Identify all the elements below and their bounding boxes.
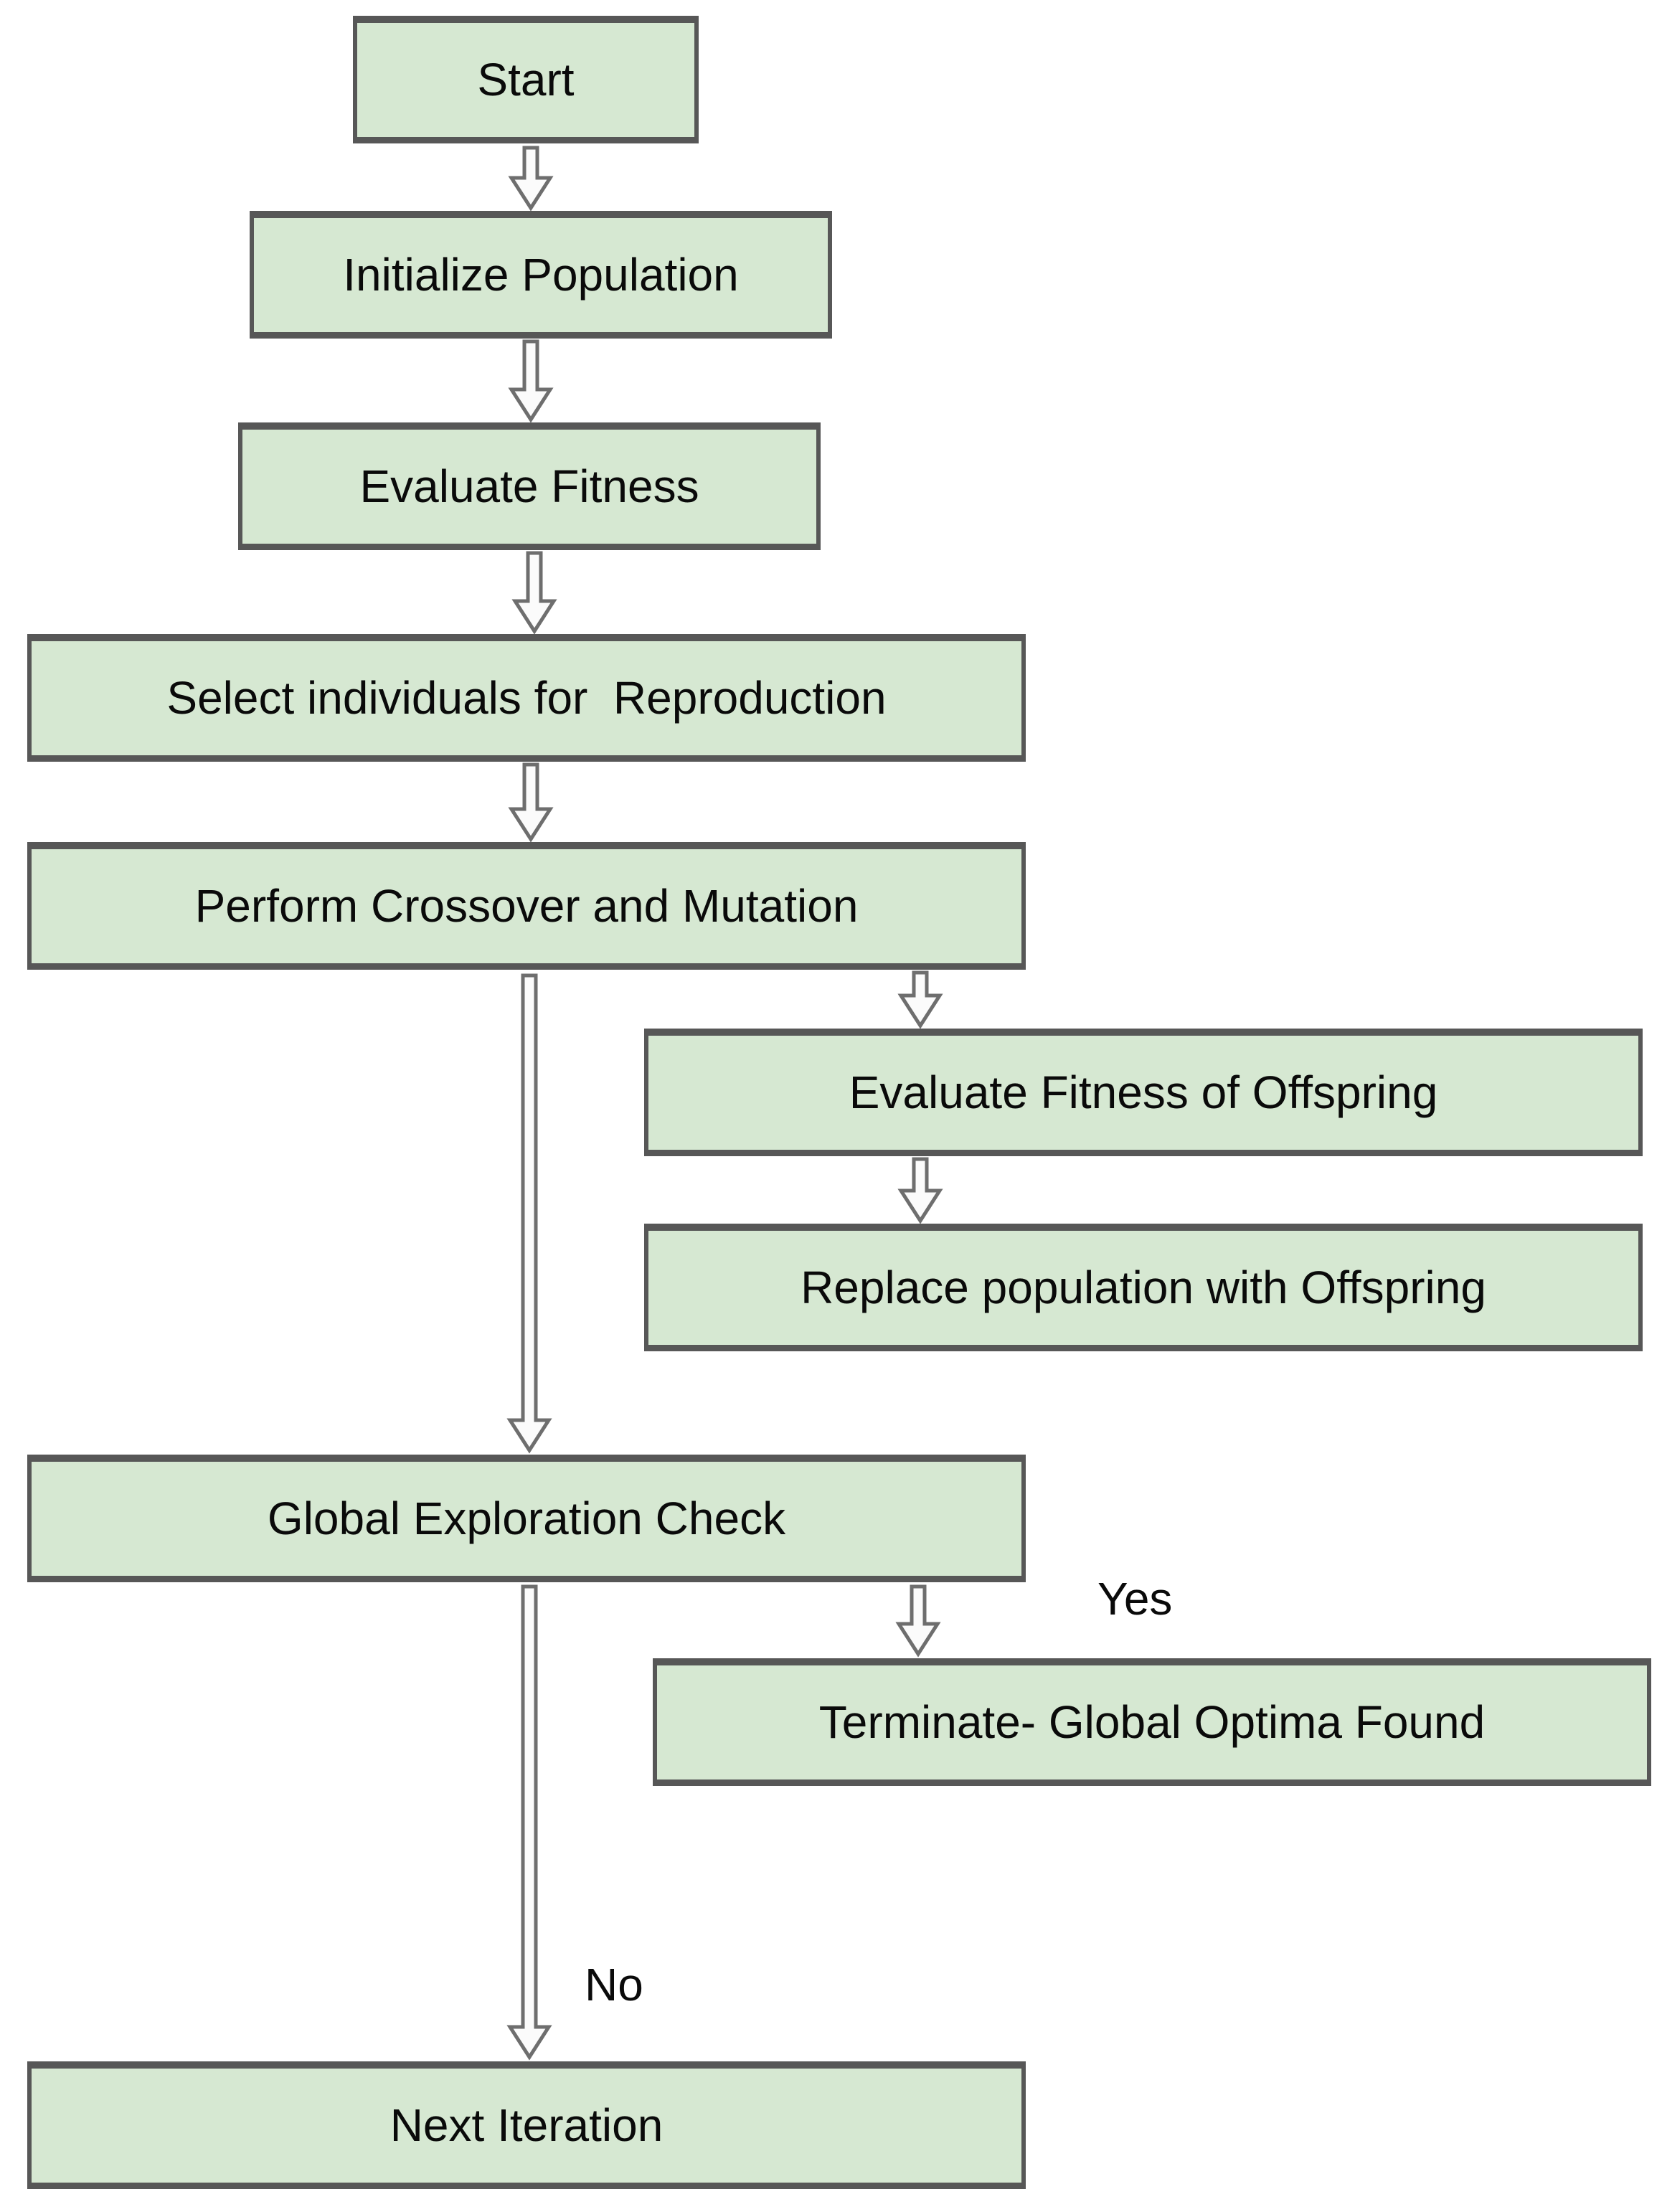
arrow-select-to-perform (508, 762, 554, 843)
node-select-individuals: Select individuals for Reproduction (27, 634, 1026, 762)
node-evaluate-offspring-label: Evaluate Fitness of Offspring (849, 1066, 1438, 1118)
node-replace-population-label: Replace population with Offspring (801, 1261, 1486, 1313)
edge-label-no: No (585, 1959, 643, 2010)
node-initialize-population-label: Initialize Population (343, 248, 739, 301)
arrow-evaluate-to-select (511, 551, 557, 635)
arrow-perform-to-global-check (506, 973, 552, 1454)
arrow-initialize-to-evaluate (508, 339, 554, 423)
node-evaluate-offspring: Evaluate Fitness of Offspring (644, 1029, 1643, 1156)
node-next-iteration: Next Iteration (27, 2061, 1026, 2189)
node-perform-crossover: Perform Crossover and Mutation (27, 842, 1026, 970)
node-select-individuals-label: Select individuals for Reproduction (166, 671, 887, 724)
arrow-evaluate-offspring-to-replace (897, 1157, 943, 1224)
node-global-exploration-check-label: Global Exploration Check (267, 1492, 786, 1544)
node-global-exploration-check: Global Exploration Check (27, 1455, 1026, 1582)
arrow-perform-to-evaluate-offspring (897, 970, 943, 1029)
arrow-global-check-to-terminate (895, 1584, 941, 1658)
node-next-iteration-label: Next Iteration (389, 2099, 664, 2151)
node-evaluate-fitness: Evaluate Fitness (238, 422, 821, 550)
node-initialize-population: Initialize Population (250, 211, 832, 339)
node-perform-crossover-label: Perform Crossover and Mutation (194, 879, 859, 932)
arrow-start-to-initialize (508, 146, 554, 212)
edge-label-yes: Yes (1097, 1573, 1173, 1625)
node-replace-population: Replace population with Offspring (644, 1224, 1643, 1351)
node-evaluate-fitness-label: Evaluate Fitness (359, 460, 699, 512)
node-start: Start (353, 16, 699, 143)
node-terminate-label: Terminate- Global Optima Found (818, 1696, 1486, 1748)
arrow-global-check-to-next-iteration (506, 1584, 552, 2061)
node-terminate: Terminate- Global Optima Found (653, 1658, 1651, 1786)
node-start-label: Start (477, 53, 575, 105)
